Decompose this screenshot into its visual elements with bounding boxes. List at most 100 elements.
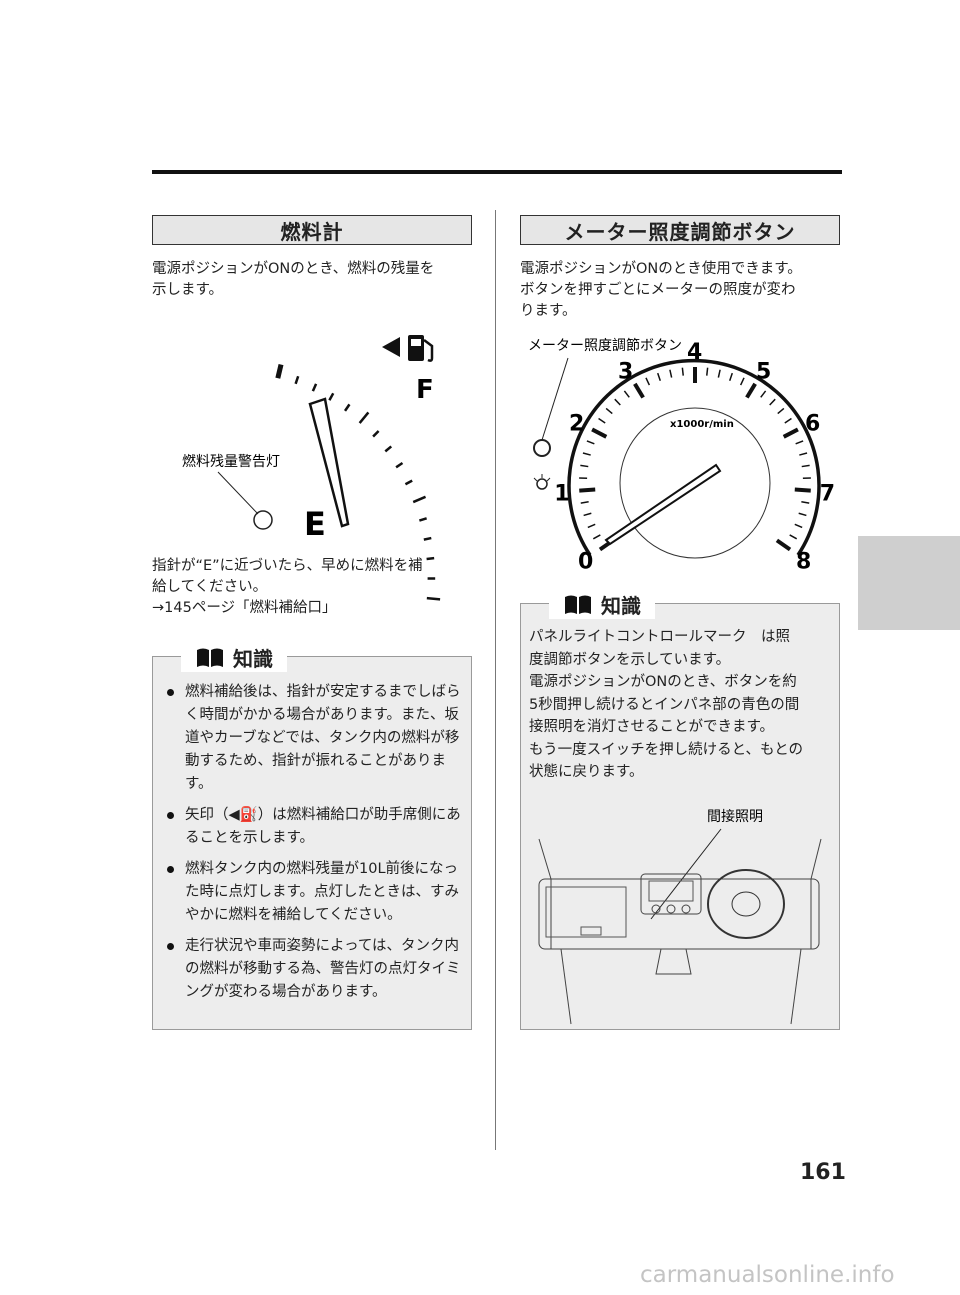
list-item: 走行状況や車両姿勢によっては、タンク内の燃料が移動する為、警告灯の点灯タイミング… <box>153 935 463 1004</box>
tacho-number: 4 <box>687 340 702 365</box>
gauge-tick <box>426 556 435 561</box>
gauge-tick <box>412 495 427 504</box>
gauge-tick <box>418 517 428 522</box>
tachometer-figure: メーター照度調節ボタン x1000r/min 0 1 2 3 4 5 6 7 8 <box>528 337 835 574</box>
dimmer-leader-line <box>541 357 569 441</box>
tacho-tick <box>745 382 757 399</box>
dimmer-intro-line2: ボタンを押すごとにメーターの照度が変わ <box>520 282 796 298</box>
column-divider <box>495 210 496 1150</box>
tacho-tick <box>775 538 792 552</box>
tacho-tick <box>645 377 651 386</box>
dimmer-button-label: メーター照度調節ボタン <box>528 337 682 354</box>
page-number: 161 <box>800 1160 846 1185</box>
panel-light-icon <box>533 474 551 490</box>
tacho-tick <box>681 367 684 376</box>
gauge-tick <box>343 403 351 412</box>
tacho-tick <box>583 512 592 517</box>
tacho-tick <box>706 367 709 376</box>
list-item: 燃料タンク内の燃料残量が10L前後になった時に点灯します。点灯したときは、すみや… <box>153 858 463 927</box>
tacho-ticks <box>579 367 811 552</box>
fuel-after: 指針が“E”に近づいたら、早めに燃料を補 給してください。 →145ページ「燃料… <box>152 556 487 619</box>
tacho-number: 1 <box>554 482 569 507</box>
tacho-tick <box>729 372 733 381</box>
tacho-tick <box>760 390 767 398</box>
list-item: 燃料補給後は、指針が安定するまでしばらく時間がかかる場合があります。また、坂道や… <box>153 681 463 796</box>
fuel-after-line1: 指針が“E”に近づいたら、早めに燃料を補 <box>152 558 423 574</box>
watermark: carmanualsonline.info <box>640 1262 895 1288</box>
tacho-tick <box>598 417 606 424</box>
tacho-tick <box>591 427 608 439</box>
tacho-number: 8 <box>796 549 811 574</box>
arrow-left-icon <box>382 337 400 357</box>
tacho-tick <box>579 487 596 493</box>
tacho-number: 7 <box>820 482 835 507</box>
tacho-number: 5 <box>756 359 771 384</box>
knowledge-title: 知識 <box>233 646 273 671</box>
tacho-number: 6 <box>805 412 820 437</box>
gauge-tick <box>372 430 380 438</box>
gauge-tick <box>275 364 284 379</box>
tacho-number: 0 <box>578 549 593 574</box>
fuel-notes: 燃料補給後は、指針が安定するまでしばらく時間がかかる場合があります。また、坂道や… <box>153 681 463 1012</box>
tacho-tick <box>587 523 596 529</box>
gauge-tick <box>294 375 300 385</box>
fuel-intro: 電源ポジションがONのとき、燃料の残量を 示します。 <box>152 259 482 301</box>
tacho-tick <box>801 501 810 504</box>
tacho-tick <box>605 407 613 415</box>
fuel-knowledge-box: 知識 燃料補給後は、指針が安定するまでしばらく時間がかかる場合があります。また、… <box>152 642 472 1030</box>
dimmer-intro-line1: 電源ポジションがONのとき使用できます。 <box>520 261 802 277</box>
tacho-tick <box>580 501 589 504</box>
tacho-tick <box>717 369 721 378</box>
indirect-light-label: 間接照明 <box>707 808 763 825</box>
tacho-tick <box>592 534 601 540</box>
dimmer-intro-line3: ります。 <box>520 303 577 319</box>
tacho-number: 2 <box>569 412 584 437</box>
tacho-tick <box>582 452 591 456</box>
tacho-tick <box>789 534 798 540</box>
fuel-pump-icon <box>408 335 434 362</box>
tacho-tick <box>586 440 595 445</box>
fuel-intro-line2: 示します。 <box>152 282 224 298</box>
tacho-tick <box>794 523 803 529</box>
fuel-needle <box>308 397 350 528</box>
gauge-tick <box>311 383 318 392</box>
dimmer-note: パネルライトコントロールマーク は照 度調節ボタンを示しています。 電源ポジショ… <box>529 629 804 780</box>
tacho-tick <box>801 464 810 468</box>
gauge-tick <box>426 596 441 601</box>
book-icon <box>197 648 223 667</box>
fuel-gauge-title: 燃料計 <box>152 215 472 245</box>
knowledge-title-right: 知識 <box>601 593 641 618</box>
tacho-tick <box>794 487 811 493</box>
tacho-tick <box>623 390 630 398</box>
gauge-ticks <box>275 364 441 601</box>
fuel-warning-label: 燃料残量警告灯 <box>182 453 280 470</box>
tacho-tick <box>669 369 673 378</box>
tacho-number: 3 <box>618 359 633 384</box>
gauge-full-label: F <box>416 375 434 405</box>
fuel-gauge-figure: F E 燃料残量警告灯 <box>182 335 441 601</box>
gauge-tick <box>384 445 393 453</box>
list-item: 矢印（◀⛽）は燃料補給口が助手席側にあることを示します。 <box>153 804 463 850</box>
fuel-inlet-link[interactable]: →145ページ「燃料補給口」 <box>152 600 337 616</box>
fuel-warning-lamp <box>253 510 273 530</box>
meter-dimmer-title: メーター照度調節ボタン <box>520 215 840 245</box>
dashboard-figure: 間接照明 <box>538 808 822 1025</box>
tacho-tick <box>614 398 621 406</box>
tacho-tick <box>657 372 661 381</box>
gauge-tick <box>328 392 335 401</box>
tacho-unit: x1000r/min <box>670 419 734 430</box>
tacho-tick <box>782 427 799 439</box>
gauge-tick <box>358 411 370 424</box>
gauge-empty-label: E <box>304 505 326 543</box>
tacho-tick <box>799 452 808 456</box>
dimmer-button[interactable] <box>533 439 551 457</box>
tacho-needle <box>604 463 722 546</box>
gauge-tick <box>395 461 404 469</box>
tacho-tick <box>633 382 645 399</box>
gauge-tick <box>423 536 432 541</box>
warning-leader-line <box>217 471 259 515</box>
tacho-tick <box>784 417 792 424</box>
tacho-numbers: 0 1 2 3 4 5 6 7 8 <box>554 340 835 574</box>
dimmer-knowledge-box: 知識 パネルライトコントロールマーク は照 度調節ボタンを示しています。 電源ポ… <box>520 589 840 1030</box>
tacho-tick <box>798 512 807 517</box>
